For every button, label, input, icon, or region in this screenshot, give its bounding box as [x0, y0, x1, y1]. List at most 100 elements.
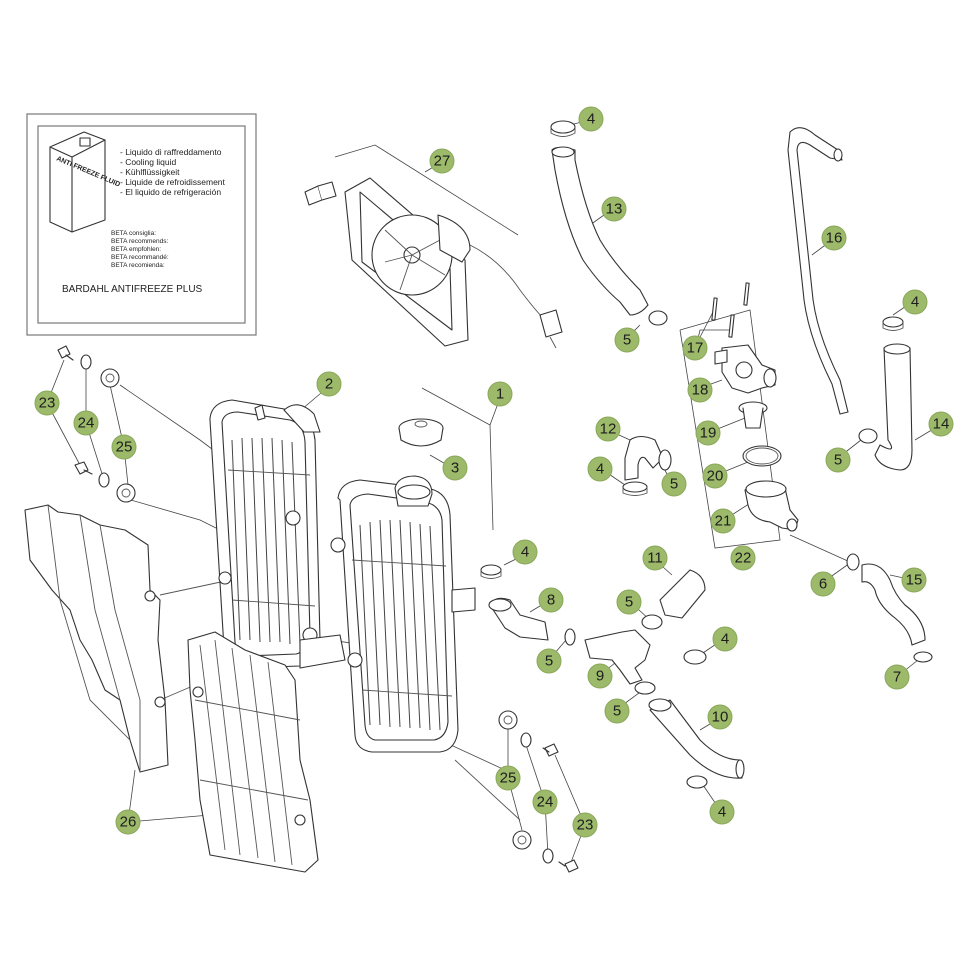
- svg-text:20: 20: [707, 468, 724, 485]
- svg-text:4: 4: [721, 631, 729, 648]
- svg-text:17: 17: [687, 340, 704, 357]
- callout-15[interactable]: 15: [901, 567, 927, 593]
- callout-5-c[interactable]: 5: [661, 471, 687, 497]
- callout-17[interactable]: 17: [682, 335, 708, 361]
- legend-rec-1: BETA consiglia:: [111, 230, 156, 237]
- callout-22[interactable]: 22: [730, 545, 756, 571]
- radiator-shroud: [24, 504, 169, 773]
- cooling-fan: [304, 177, 563, 349]
- callout-11[interactable]: 11: [642, 545, 668, 571]
- callout-4-bottom[interactable]: 4: [709, 799, 735, 825]
- radiator-grille: [187, 631, 319, 873]
- svg-text:21: 21: [715, 513, 732, 530]
- callout-8[interactable]: 8: [538, 587, 564, 613]
- legend-lang-1: - Liquido di raffreddamento: [120, 147, 222, 157]
- callout-9[interactable]: 9: [587, 663, 613, 689]
- callout-4-right[interactable]: 4: [902, 289, 928, 315]
- radiator-cap: [398, 418, 444, 447]
- callout-27[interactable]: 27: [429, 148, 455, 174]
- thermostat-assembly: [711, 282, 799, 532]
- callout-12[interactable]: 12: [595, 416, 621, 442]
- svg-text:14: 14: [933, 416, 950, 433]
- svg-text:4: 4: [521, 544, 529, 561]
- callout-13[interactable]: 13: [601, 196, 627, 222]
- radiator-right: [330, 475, 476, 753]
- svg-text:4: 4: [587, 111, 595, 128]
- coolant-legend: ANTI FREEZE FLUID - Liquido di raffredda…: [26, 113, 257, 336]
- svg-text:25: 25: [500, 770, 517, 787]
- callout-23-left[interactable]: 23: [34, 390, 60, 416]
- legend-rec-5: BETA recomienda:: [111, 262, 165, 269]
- svg-text:10: 10: [712, 709, 729, 726]
- hose-15: [846, 553, 933, 663]
- callout-20[interactable]: 20: [702, 463, 728, 489]
- svg-text:24: 24: [537, 794, 554, 811]
- callout-18[interactable]: 18: [687, 377, 713, 403]
- callout-23-right[interactable]: 23: [572, 812, 598, 838]
- svg-text:BETA consiglia: BETA rec: BETA consiglia: BETA recommends: BETA em…: [111, 230, 171, 269]
- callout-5-d[interactable]: 5: [616, 589, 642, 615]
- callout-4-elbow[interactable]: 4: [587, 456, 613, 482]
- svg-text:9: 9: [596, 668, 604, 685]
- svg-text:24: 24: [78, 415, 95, 432]
- svg-text:3: 3: [451, 460, 459, 477]
- svg-text:4: 4: [718, 804, 726, 821]
- callout-5-e[interactable]: 5: [536, 648, 562, 674]
- svg-text:18: 18: [692, 382, 709, 399]
- callout-14[interactable]: 14: [928, 411, 954, 437]
- callout-25-right[interactable]: 25: [495, 765, 521, 791]
- svg-text:26: 26: [120, 814, 137, 831]
- legend-rec-4: BETA recommandé:: [111, 254, 169, 261]
- legend-lang-4: - Liquide de refroidissement: [120, 177, 226, 187]
- legend-lang-5: - El liquido de refrigeración: [120, 187, 221, 197]
- svg-text:2: 2: [325, 376, 333, 393]
- callout-5-a[interactable]: 5: [614, 327, 640, 353]
- svg-text:4: 4: [911, 294, 919, 311]
- callout-10[interactable]: 10: [707, 704, 733, 730]
- callout-24-left[interactable]: 24: [73, 410, 99, 436]
- svg-text:7: 7: [893, 669, 901, 686]
- svg-text:15: 15: [906, 572, 923, 589]
- legend-product: BARDAHL ANTIFREEZE PLUS: [62, 284, 203, 295]
- legend-rec-2: BETA recommends:: [111, 238, 169, 245]
- callout-6[interactable]: 6: [810, 571, 836, 597]
- hose-16: [787, 127, 849, 415]
- svg-text:8: 8: [547, 592, 555, 609]
- callout-19[interactable]: 19: [695, 420, 721, 446]
- svg-text:5: 5: [670, 476, 678, 493]
- svg-text:5: 5: [623, 332, 631, 349]
- svg-text:25: 25: [116, 439, 133, 456]
- svg-text:5: 5: [613, 703, 621, 720]
- callout-5-f[interactable]: 5: [604, 698, 630, 724]
- svg-text:27: 27: [434, 153, 451, 170]
- callout-4-top[interactable]: 4: [578, 106, 604, 132]
- svg-text:19: 19: [700, 425, 717, 442]
- svg-text:5: 5: [545, 653, 553, 670]
- svg-text:12: 12: [600, 421, 617, 438]
- svg-text:13: 13: [606, 201, 623, 218]
- callout-1[interactable]: 1: [487, 381, 513, 407]
- callout-3[interactable]: 3: [442, 455, 468, 481]
- callout-2[interactable]: 2: [316, 371, 342, 397]
- svg-text:1: 1: [496, 386, 504, 403]
- callout-4-mid[interactable]: 4: [712, 626, 738, 652]
- legend-lang-3: - Kühlflüssigkeit: [120, 167, 180, 177]
- svg-text:22: 22: [735, 550, 752, 567]
- svg-text:5: 5: [625, 594, 633, 611]
- mounting-hardware: [57, 345, 579, 873]
- hose-13: [550, 120, 668, 326]
- callout-16[interactable]: 16: [821, 225, 847, 251]
- callout-7[interactable]: 7: [884, 664, 910, 690]
- svg-text:5: 5: [834, 452, 842, 469]
- callout-5-b[interactable]: 5: [825, 447, 851, 473]
- hose-12: [622, 435, 672, 496]
- svg-text:4: 4: [596, 461, 604, 478]
- callout-21[interactable]: 21: [710, 508, 736, 534]
- callout-24-right[interactable]: 24: [532, 789, 558, 815]
- callout-4-center[interactable]: 4: [512, 539, 538, 565]
- svg-text:11: 11: [647, 550, 663, 567]
- callout-26[interactable]: 26: [115, 809, 141, 835]
- hose-14: [858, 316, 913, 471]
- callout-25-left[interactable]: 25: [111, 434, 137, 460]
